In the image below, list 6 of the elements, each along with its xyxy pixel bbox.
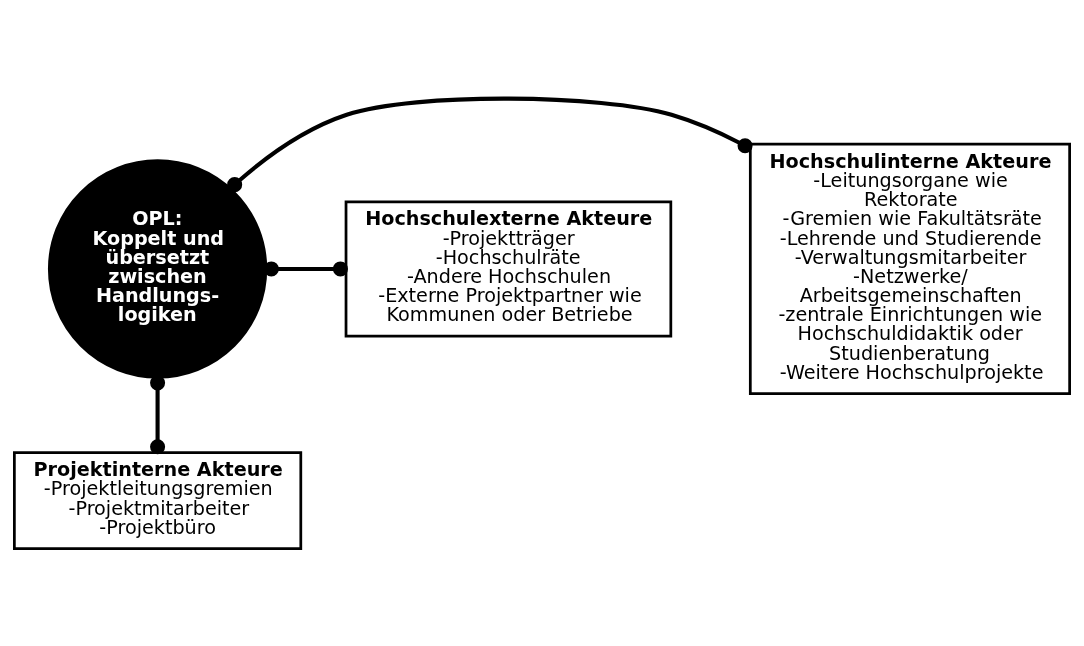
node-circle: OPL: Koppelt und übersetzt zwischen Handlungs- logiken: [47, 158, 268, 379]
node-box: Hochschulexterne Akteure -Projektträger -Hochschulräte -Andere Hochschulen -Externe Projektpartner wie Kommunen oder Betriebe: [344, 199, 673, 337]
node-box: Projektinterne Akteure -Projektleitungsgremien -Projektmitarbeiter -Projektbüro: [13, 450, 303, 550]
connector: [263, 260, 348, 276]
connector: [227, 96, 753, 192]
node-box: Hochschulinterne Akteure -Leitungsorgane wie Rektorate -Gremien wie Fakultätsräte -Lehrende und Studierende -Verwaltungsmitarbeiter -Netzwerke/ Arbeitsgemeinschaften -zentrale Einrichtungen wie Hochschuldidaktik oder Studienberatung -Weitere Hochschulprojekte: [748, 142, 1071, 395]
